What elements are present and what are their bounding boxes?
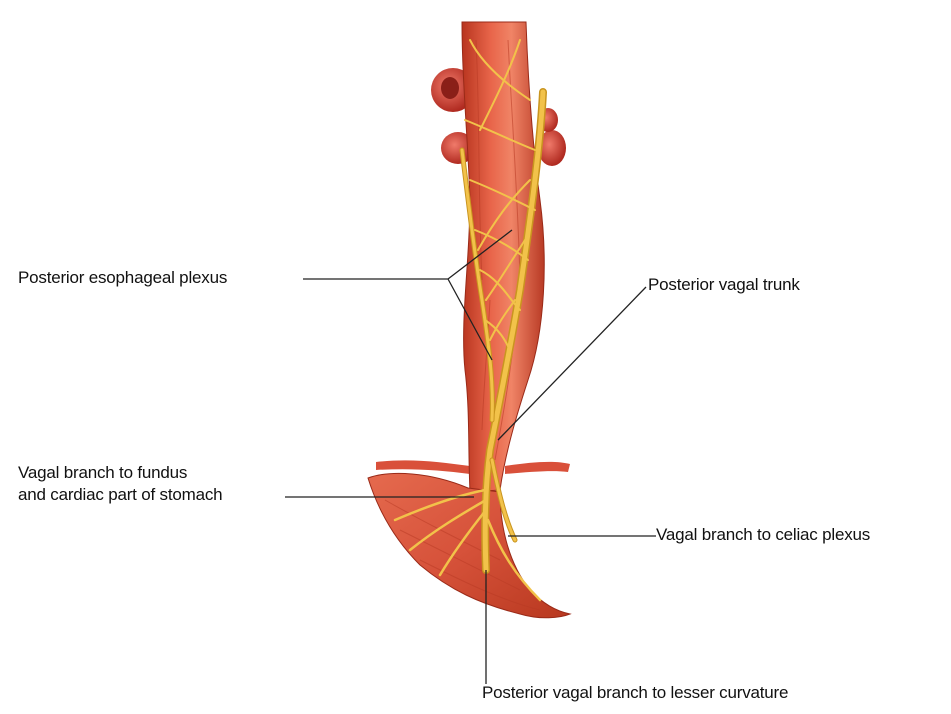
label-celiac-plexus: Vagal branch to celiac plexus: [656, 524, 870, 545]
stomach: [368, 473, 570, 617]
label-fundus-line1: Vagal branch to fundus: [18, 462, 187, 483]
label-lesser-curvature: Posterior vagal branch to lesser curvatu…: [482, 682, 788, 703]
label-posterior-esophageal-plexus: Posterior esophageal plexus: [18, 267, 227, 288]
label-posterior-vagal-trunk: Posterior vagal trunk: [648, 274, 800, 295]
label-fundus-line2: and cardiac part of stomach: [18, 484, 222, 505]
